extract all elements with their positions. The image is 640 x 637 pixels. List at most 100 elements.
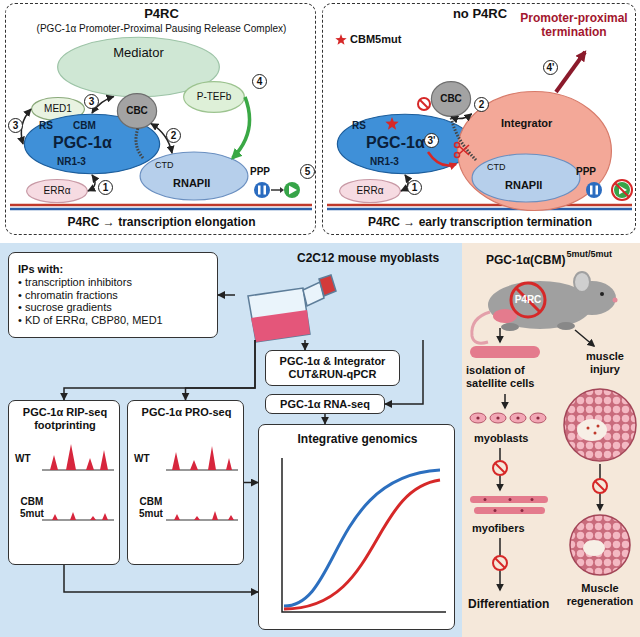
ip-methods-box-text: • sucrose gradients [18,301,112,314]
text-holder: PGC-1α RIP-seq footprinting [13,406,117,431]
rnapii-polymerase: CTD RNAPII [139,151,249,201]
text-holder: WT [15,453,31,465]
text-holder: Mediator [56,46,221,61]
cbc-complex-text: CBC [126,105,148,117]
erra-receptor-text: ERRα [44,185,71,197]
text-holder: CTD [487,162,506,172]
ripseq-box: PGC-1α RIP-seq footprintingWT CBM 5mut [8,400,120,565]
text-holder: CBM 5mut [134,496,168,519]
rnapii-polymerase-text: RNAPII [173,177,210,190]
cell-culture-flask: C2C12 mouse myoblasts [235,250,443,340]
label-holder: 5mut/5mut [566,249,612,259]
text-holder: P4RC [6,7,317,22]
text-holder: PGC-1α [366,134,425,152]
label-holder: 4 [252,74,267,89]
label-holder: isolation of satellite cells [466,364,566,389]
callout-number: 2 [166,128,181,143]
annotation-text: Muscle regeneration [560,582,640,607]
annotation-text: CBM5mut [350,33,401,46]
annotation-text: P4RC [514,294,542,306]
erra-receptor-text: ERRα [357,185,384,197]
annotation-text: Differentiation [468,598,549,612]
ripseq-box-text: CBM 5mut [15,496,49,519]
callout-number: 4 [252,74,267,89]
panel-p4rc-text: P4RC → transcription elongation [6,216,317,230]
label-holder: 3 [8,118,23,133]
ip-methods-box: IPs with:• transcription inhibitors• chr… [8,252,218,338]
erra-receptor: ERRα [339,179,401,203]
text-holder: WT [134,453,150,465]
ptefb-blob: P-TEFb [183,81,245,113]
label-holder: PGC-1α(CBM) [486,254,565,268]
label-holder: CBM5mut [350,33,401,46]
annotation-text: myoblasts [474,432,528,445]
cbc-complex: CBC [431,81,471,117]
mediator-cloud-text: Mediator [56,46,221,61]
culture-flask [248,275,336,342]
callout-number: 1 [407,180,422,195]
callout-number: 2 [474,97,489,112]
ip-methods-box-text: • chromatin fractions [18,289,118,302]
med1-blob-text: MED1 [44,103,72,115]
pgc1a-protein-text: NR1-3 [57,156,86,168]
label-holder: PPP [576,166,596,178]
panel-p4rc-text: P4RC [6,7,317,22]
text-holder: RNAPII [173,177,210,190]
proseq-box-text: CBM 5mut [134,496,168,519]
annotation-text: myofibers [472,522,525,535]
annotation-text: PPP [250,166,270,178]
panel-grounds [0,243,640,637]
rnapii-polymerase-shape [471,153,581,203]
integrative-genomics-box: Integrative genomics [258,424,455,630]
ip-methods-box-text: • transcription inhibitors [18,276,132,289]
annotation-text: isolation of satellite cells [466,364,566,389]
ip-methods-box-text: IPs with: [18,263,63,276]
text-holder: CTD [155,160,174,170]
callout-number: 3' [424,133,439,148]
callout-number: 1 [98,180,113,195]
text-holder: (PGC-1α Promoter-Proximal Pausing Releas… [6,23,317,35]
no-p4rc-details [335,34,632,200]
annotation-text: PPP [576,166,596,178]
label-holder: Promoter-proximal termination [515,12,633,40]
rnaseq-box: PGC-1α RNA-seq [265,394,385,414]
pgc1a-protein-text: PGC-1α [366,134,425,152]
label-holder: 3 [84,94,99,109]
annotation-text: 5mut/5mut [566,249,612,259]
cutrun-box-text: PGC-1α & Integrator CUT&RUN-qPCR [270,355,395,380]
text-holder: PGC-1α [53,134,112,152]
proseq-box-text: WT [134,453,150,465]
text-holder: RS [39,120,53,132]
text-holder: NR1-3 [57,156,86,168]
pgc1a-protein-text: CBM [73,120,96,132]
text-holder: P4RC → transcription elongation [6,216,317,230]
connector-arrow [244,482,258,484]
label-holder: 2 [474,97,489,112]
cutrun-box: PGC-1α & Integrator CUT&RUN-qPCR [265,350,400,386]
label-holder: 2 [166,128,181,143]
annotation-text: PGC-1α(CBM) [486,254,565,268]
erra-receptor: ERRα [26,179,88,203]
ripseq-box-text: PGC-1α RIP-seq footprinting [13,406,117,431]
text-holder: C2C12 mouse myoblasts [297,252,439,266]
pgc1a-protein-text: RS [352,120,366,132]
text-holder: RNAPII [505,179,542,192]
panel-p4rc: P4RC(PGC-1α Promoter-Proximal Pausing Re… [5,3,316,235]
connector-arrow [64,340,255,400]
text-holder: P4RC → early transcription termination [323,216,637,230]
rnapii-polymerase-shape [139,151,249,201]
pgc1a-protein-text: NR1-3 [370,156,399,168]
connector-arrow [233,97,250,158]
rnapii-polymerase: CTD RNAPII [471,153,581,203]
integrative-genomics-box-text: Integrative genomics [259,433,456,447]
annotation-text: muscle injury [574,350,636,375]
connector-arrow [218,294,235,296]
text-holder: NR1-3 [370,156,399,168]
label-holder: PPP [250,166,270,178]
connector-arrow [186,340,256,400]
rnaseq-box-text: PGC-1α RNA-seq [280,398,370,411]
ip-methods-box-text: • KD of ERRα, CBP80, MED1 [18,314,163,327]
callout-number: 4' [543,60,558,75]
proseq-box: PGC-1α PRO-seqWTCBM 5mut [127,400,244,565]
pgc1a-protein-text: PGC-1α [53,134,112,152]
